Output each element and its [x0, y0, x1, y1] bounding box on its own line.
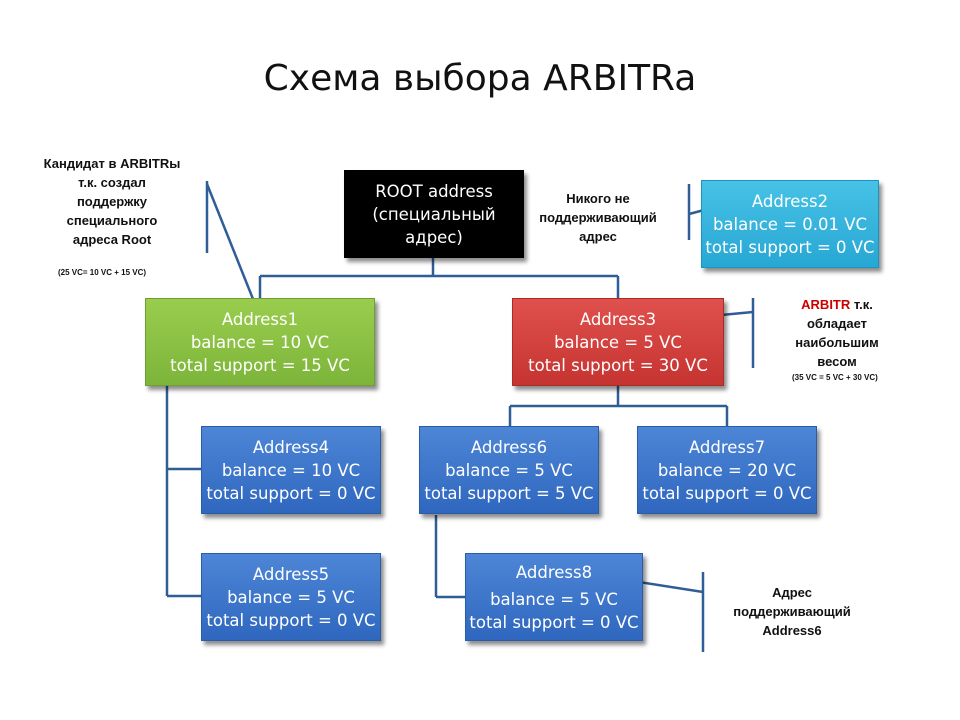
address3-support: total support = 30 VC	[528, 355, 708, 375]
note-nobody-line-2: поддерживающий	[539, 210, 657, 225]
address5-name: Address5	[252, 564, 330, 584]
note-candidate-line-1: Кандидат в ARBITRы	[43, 156, 181, 171]
address3-node: Address3 balance = 5 VC total support = …	[512, 298, 724, 386]
address2-node: Address2 balance = 0.01 VC total support…	[701, 180, 879, 268]
note-arbitr-line-1: обладает	[806, 316, 868, 331]
note-arbitr-line-2: наибольшим	[795, 335, 879, 350]
address5-balance: balance = 5 VC	[227, 587, 355, 607]
note-nobody-line-1: Никого не	[566, 191, 630, 206]
address1-node: Address1 balance = 10 VC total support =…	[145, 298, 375, 386]
note-candidate-line-2: т.к. создал	[78, 175, 146, 190]
address3-balance: balance = 5 VC	[554, 332, 682, 352]
note-nobody-line-3: адрес	[579, 229, 617, 244]
address2-support: total support = 0 VC	[705, 237, 875, 257]
root-line-1: ROOT address	[375, 181, 493, 201]
note-candidate-line-5: адреса Root	[72, 232, 152, 247]
root-address-node: ROOT address (специальный адрес)	[344, 170, 524, 258]
note-supporter-line-3: Address6	[762, 623, 822, 638]
address6-name: Address6	[470, 437, 548, 457]
address7-name: Address7	[688, 437, 766, 457]
root-line-3: адрес)	[405, 227, 463, 247]
address3-name: Address3	[579, 309, 657, 329]
address7-balance: balance = 20 VC	[657, 460, 797, 480]
address5-node: Address5 balance = 5 VC total support = …	[201, 553, 381, 641]
address4-balance: balance = 10 VC	[221, 460, 361, 480]
note-supporter-line-1: Адрес	[772, 585, 812, 600]
note-supporter: Адрес поддерживающий Address6	[722, 583, 862, 640]
address6-support: total support = 5 VC	[424, 483, 594, 503]
address8-name: Address8	[515, 562, 593, 582]
address6-balance: balance = 5 VC	[445, 460, 573, 480]
note-arbitr: ARBITR т.к. обладает наибольшим весом	[782, 295, 892, 371]
note-arbitr-rest: т.к.	[850, 297, 873, 312]
address6-node: Address6 balance = 5 VC total support = …	[419, 426, 599, 514]
address7-node: Address7 balance = 20 VC total support =…	[637, 426, 817, 514]
note-nobody: Никого не поддерживающий адрес	[528, 189, 668, 246]
address2-balance: balance = 0.01 VC	[712, 214, 868, 234]
address5-support: total support = 0 VC	[206, 610, 376, 630]
note-candidate-line-4: специального	[66, 213, 158, 228]
address2-name: Address2	[751, 191, 829, 211]
root-line-2: (специальный	[372, 204, 496, 224]
callout-arrow-candidate	[205, 183, 261, 316]
address8-support: total support = 0 VC	[469, 612, 639, 632]
note-candidate-formula: (25 VC= 10 VC + 15 VC)	[58, 268, 147, 277]
address1-support: total support = 15 VC	[170, 355, 350, 375]
address1-name: Address1	[221, 309, 299, 329]
note-candidate-line-3: поддержку	[76, 194, 148, 209]
address1-balance: balance = 10 VC	[190, 332, 330, 352]
address4-support: total support = 0 VC	[206, 483, 376, 503]
note-arbitr-formula: (35 VC = 5 VC + 30 VC)	[792, 373, 878, 382]
address8-node: Address8 balance = 5 VC total support = …	[465, 553, 643, 641]
diagram-title: Схема выбора ARBITRa	[263, 58, 697, 99]
note-arbitr-word: ARBITR	[801, 297, 851, 312]
note-arbitr-heading: ARBITR т.к.	[782, 295, 892, 314]
note-supporter-line-2: поддерживающий	[733, 604, 851, 619]
note-candidate: Кандидат в ARBITRы т.к. создал поддержку…	[30, 154, 194, 249]
address8-balance: balance = 5 VC	[490, 589, 618, 609]
address4-node: Address4 balance = 10 VC total support =…	[201, 426, 381, 514]
note-arbitr-line-3: весом	[817, 354, 857, 369]
address4-name: Address4	[252, 437, 330, 457]
address7-support: total support = 0 VC	[642, 483, 812, 503]
